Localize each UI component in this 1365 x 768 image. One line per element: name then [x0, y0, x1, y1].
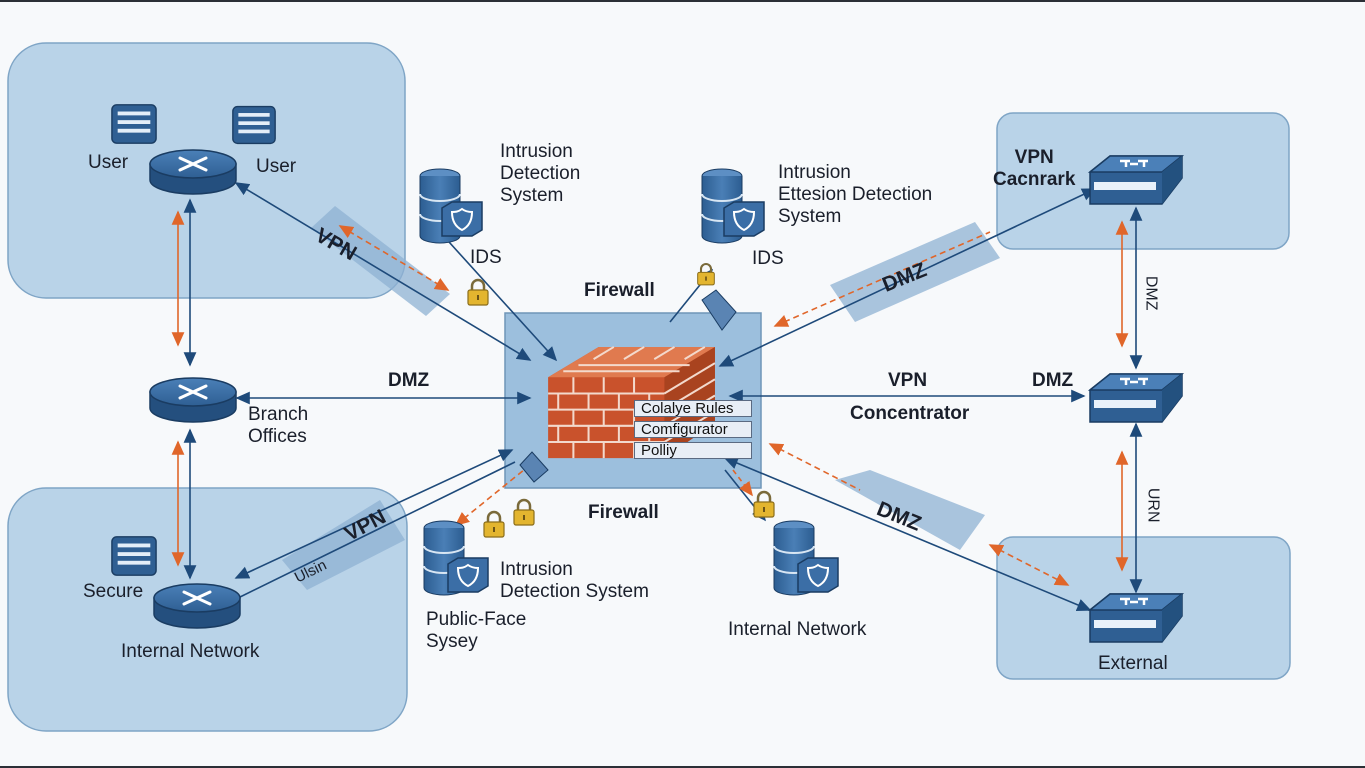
rule-item: Colalye Rules: [634, 400, 752, 417]
label-dmz-right: DMZ: [1032, 370, 1074, 391]
switch-icon-mid-right: [1088, 372, 1184, 424]
label-ids-top-right: Intrusion Ettesion Detection System: [778, 162, 933, 227]
router-icon-top-left: [148, 148, 238, 196]
lock-icon-top-center: [696, 262, 716, 286]
label-ids-top-left: Intrusion Detection System: [500, 141, 581, 206]
shield-icon-ids-top-left: [441, 201, 483, 237]
label-firewall-bottom: Firewall: [588, 502, 659, 523]
lock-icon-bottom-center: [752, 490, 776, 518]
firewall-rules: Colalye Rules Comfigurator Polliy: [634, 400, 752, 463]
shield-icon-ids-top-right: [723, 201, 765, 237]
label-dmz-left: DMZ: [388, 370, 430, 391]
label-urn-vertical: URN: [1144, 487, 1162, 523]
shield-icon-ids-bottom: [447, 557, 489, 593]
label-secure: Secure: [83, 581, 144, 602]
shield-icon-internal-center: [797, 557, 839, 593]
switch-icon-bottom-right: [1088, 592, 1184, 644]
switch-icon-top-right: [1088, 154, 1184, 206]
top-border: [0, 0, 1365, 2]
label-internal-network-left: Internal Network: [121, 641, 260, 662]
label-ids-top-left-short: IDS: [470, 247, 502, 268]
label-ids-top-right-short: IDS: [752, 248, 784, 269]
label-public-face: Public-Face Sysey: [426, 609, 527, 652]
lock-icon-bottom-left-a: [482, 510, 506, 538]
label-user-left: User: [88, 152, 129, 173]
bottom-border: [0, 766, 1365, 768]
server-icon-secure: [111, 535, 157, 577]
router-icon-bottom-left: [152, 582, 242, 630]
label-ids-bottom: Intrusion Detection System: [500, 559, 649, 602]
shield-icon-firewall-bottom: [519, 451, 549, 483]
label-internal-network-center: Internal Network: [728, 619, 867, 640]
label-vpn-mid: VPN: [888, 370, 928, 391]
label-dmz-vertical: DMZ: [1142, 275, 1160, 311]
lock-icon-bottom-left-b: [512, 498, 536, 526]
rule-item: Comfigurator: [634, 421, 752, 438]
label-firewall-top: Firewall: [584, 280, 655, 301]
label-external: External: [1098, 653, 1168, 674]
connection-lines: [171, 182, 1143, 611]
router-icon-branch: [148, 376, 238, 424]
label-vpn-cacnrark: VPN Cacnrark: [993, 147, 1076, 190]
shield-icon-firewall-top: [701, 289, 737, 331]
server-icon-user-right: [232, 105, 276, 145]
label-concentrator: Concentrator: [850, 403, 970, 424]
lock-icon-top-left: [466, 278, 490, 306]
label-branch-offices: Branch Offices: [248, 404, 309, 447]
rule-item: Polliy: [634, 442, 752, 459]
server-icon-user-left: [111, 103, 157, 145]
label-user-right: User: [256, 156, 297, 177]
